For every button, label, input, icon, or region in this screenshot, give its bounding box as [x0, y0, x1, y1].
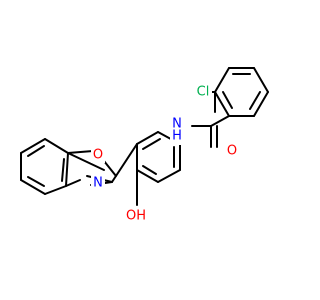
bond: [222, 91, 233, 109]
hydroxyl-label: OH: [126, 209, 146, 224]
bond: [103, 160, 117, 177]
molecule-svg: Cl N H O O N OH: [20, 67, 269, 224]
bond: [249, 91, 261, 110]
amide-nitrogen-label: N: [172, 117, 182, 132]
bond: [61, 158, 65, 182]
oxazole-nitrogen-label: N: [93, 176, 103, 191]
bond: [142, 165, 157, 175]
bond: [157, 169, 181, 183]
atom-labels: Cl N H O O N OH: [91, 83, 239, 224]
amide-hydrogen-label: H: [172, 129, 182, 144]
bond: [253, 67, 269, 93]
bond-lines: [20, 67, 269, 206]
bond: [210, 115, 230, 127]
bond: [65, 152, 69, 187]
bond: [67, 152, 105, 171]
bond: [44, 138, 69, 154]
bond: [214, 91, 230, 117]
chlorine-atom-label: Cl: [197, 85, 210, 100]
carbonyl-oxygen-label: O: [227, 144, 237, 159]
bond: [65, 179, 81, 187]
bond: [20, 179, 46, 195]
bond: [136, 131, 159, 145]
bond: [27, 145, 45, 157]
bond: [44, 185, 67, 195]
molecule-structure-diagram: Cl N H O O N OH: [20, 67, 269, 224]
bond: [27, 176, 45, 187]
bond: [136, 169, 159, 183]
bond: [253, 91, 269, 117]
bond: [67, 150, 94, 154]
bond: [142, 138, 161, 150]
bond: [214, 67, 230, 93]
oxazole-oxygen-label: O: [93, 148, 103, 163]
bond: [20, 138, 46, 154]
